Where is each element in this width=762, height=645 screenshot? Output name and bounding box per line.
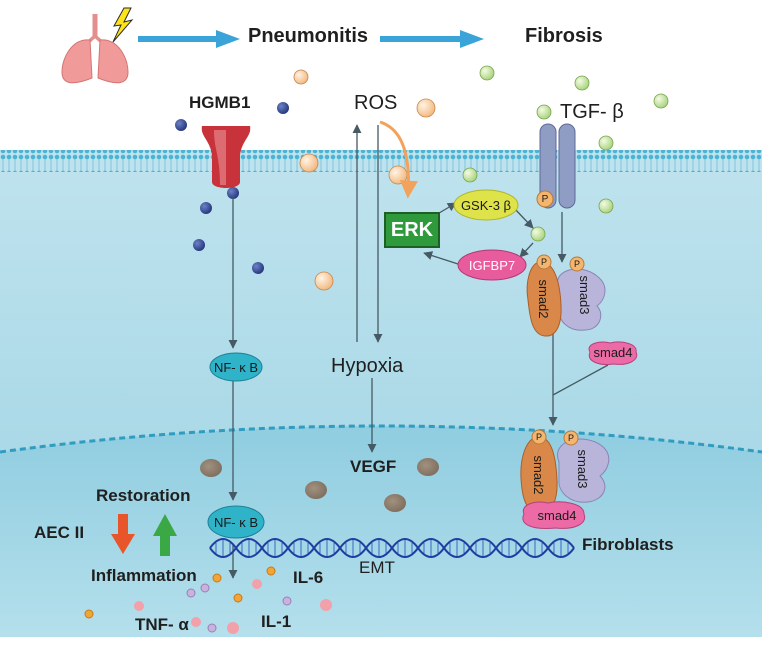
up-arrow-green: [153, 514, 177, 556]
tgf-beta-receptor: [539, 123, 576, 209]
label-il6: IL-6: [293, 568, 324, 587]
ros-to-erk-arrow: [379, 120, 418, 199]
label-inflammation: Inflammation: [91, 566, 197, 585]
cytokine-particles: [84, 566, 332, 634]
phospho-label-smad3-bottom: P: [567, 433, 574, 443]
lightning-icon: [112, 7, 134, 43]
tgf-molecules: [462, 65, 669, 242]
label-il1: IL-1: [261, 612, 292, 631]
label-hgmb1: HGMB1: [189, 93, 251, 112]
label-fibroblasts: Fibroblasts: [582, 535, 674, 554]
nfkb-top-shape: [209, 352, 263, 382]
arrow-to-fibrosis: [380, 30, 484, 48]
smad4-top-label: smad4: [593, 344, 633, 360]
nuclear-envelope: [0, 424, 762, 454]
label-ros: ROS: [354, 92, 398, 114]
smad-complex-bottom: [520, 429, 610, 529]
smad2-top-label: smad2: [536, 279, 552, 319]
label-restoration: Restoration: [96, 486, 191, 505]
igfbp7-label: IGFBP7: [468, 257, 516, 273]
igfbp7-shape: [457, 249, 527, 281]
hgmb1-molecules: [175, 102, 289, 274]
gsk3b-shape: [453, 189, 519, 221]
smad4-top-shape: [588, 341, 638, 365]
erk-label: ERK: [390, 218, 434, 241]
label-emt: EMT: [359, 558, 395, 577]
erk-box: [384, 212, 440, 248]
smad3-top-label: smad3: [577, 275, 593, 315]
smad-complex-top: [526, 254, 606, 337]
smad4-bottom-label: smad4: [537, 507, 577, 523]
label-aec2: AEC II: [34, 523, 85, 542]
gsk3b-label: GSK-3 β: [460, 197, 512, 213]
smad2-bottom-label: smad2: [531, 455, 547, 495]
phospho-receptor: [536, 190, 554, 208]
label-pneumonitis: Pneumonitis: [248, 25, 369, 47]
lungs-icon: [61, 14, 129, 84]
hgmb1-receptor: [201, 126, 251, 188]
nfkb-bottom-shape: [207, 505, 265, 539]
nuclear-particles: [200, 458, 439, 512]
label-fibrosis: Fibrosis: [525, 25, 603, 47]
nfkb-bottom-label: NF- κ B: [213, 514, 259, 530]
cell-membrane: [0, 150, 762, 172]
label-hypoxia: Hypoxia: [331, 355, 404, 377]
phospho-label-smad3-top: P: [573, 259, 580, 269]
arrow-to-pneumonitis: [138, 30, 240, 48]
dna-helix: [209, 538, 575, 558]
phospho-label-receptor: P: [541, 193, 549, 205]
phospho-label-smad2-top: P: [540, 257, 547, 267]
smad3-bottom-label: smad3: [575, 449, 591, 489]
label-tnf-alpha: TNF- α: [135, 615, 189, 634]
label-vegf: VEGF: [350, 457, 397, 476]
down-arrow-red: [111, 514, 135, 554]
phospho-label-smad2-bottom: P: [535, 432, 542, 442]
ros-molecules: [293, 69, 436, 291]
dna-rungs: [215, 540, 569, 556]
nfkb-top-label: NF- κ B: [213, 359, 259, 375]
label-tgf-beta: TGF- β: [560, 101, 624, 123]
